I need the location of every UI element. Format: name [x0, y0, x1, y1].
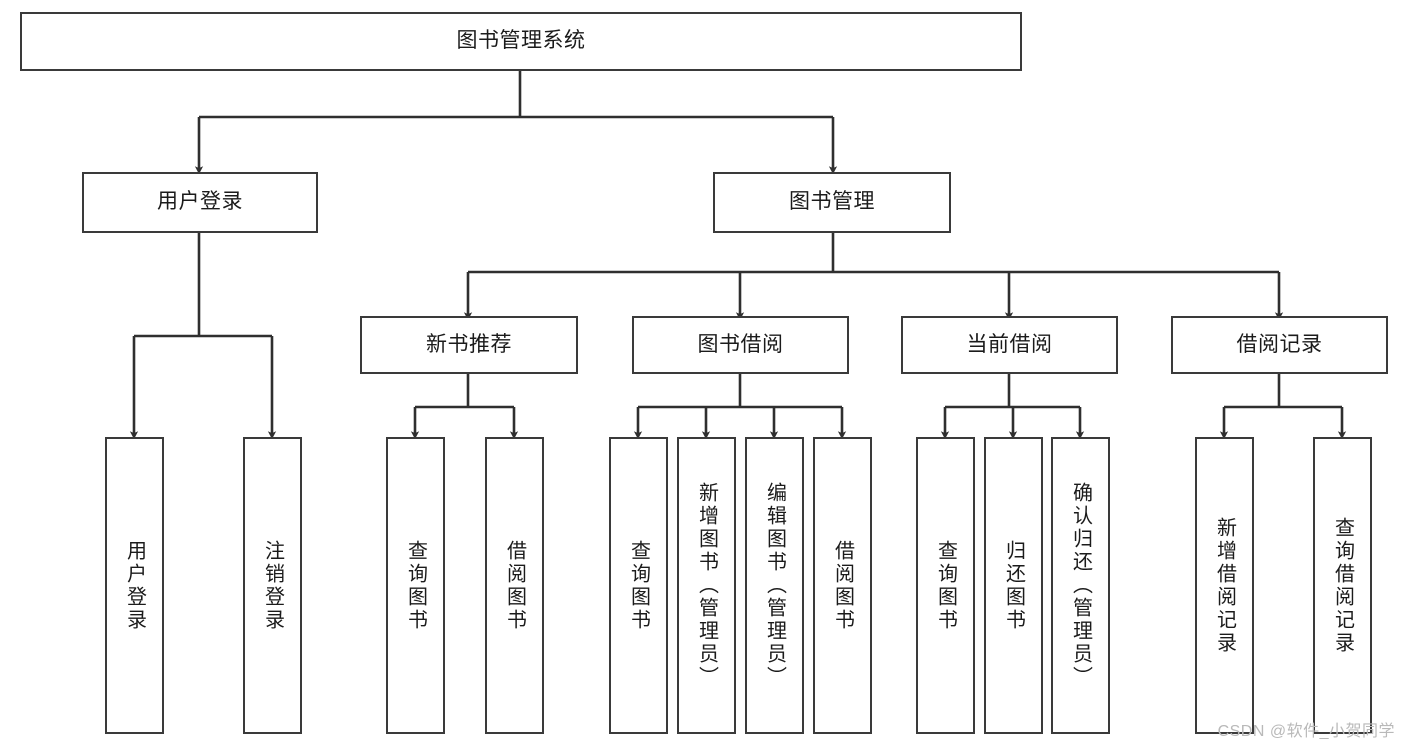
node-label: 新增图书（管理员）	[695, 482, 718, 689]
node-label: 查询图书	[404, 539, 427, 632]
node-book-borrow[interactable]: 图书借阅	[632, 316, 849, 374]
node-leaf-borrow-book-2[interactable]: 借阅图书	[813, 437, 872, 734]
node-leaf-query-book-2[interactable]: 查询图书	[609, 437, 668, 734]
node-label: 新书推荐	[426, 332, 512, 356]
node-leaf-add-book[interactable]: 新增图书（管理员）	[677, 437, 736, 734]
node-leaf-logout[interactable]: 注销登录	[243, 437, 302, 734]
node-label: 图书管理系统	[456, 29, 586, 53]
node-borrow-record[interactable]: 借阅记录	[1171, 316, 1388, 374]
node-user-login[interactable]: 用户登录	[82, 172, 318, 233]
node-label: 借阅图书	[503, 539, 526, 632]
node-leaf-return-book[interactable]: 归还图书	[984, 437, 1043, 734]
node-leaf-edit-book[interactable]: 编辑图书（管理员）	[745, 437, 804, 734]
node-label: 借阅记录	[1236, 332, 1323, 356]
watermark-text: CSDN @软件_小贺同学	[1217, 723, 1395, 740]
node-label: 图书管理	[789, 190, 875, 214]
node-current-borrow[interactable]: 当前借阅	[901, 316, 1118, 374]
node-leaf-query-book-1[interactable]: 查询图书	[386, 437, 445, 734]
node-label: 编辑图书（管理员）	[763, 482, 786, 689]
node-leaf-add-record[interactable]: 新增借阅记录	[1195, 437, 1254, 734]
node-leaf-confirm-return[interactable]: 确认归还（管理员）	[1051, 437, 1110, 734]
node-label: 查询图书	[934, 539, 957, 632]
node-label: 用户登录	[157, 190, 243, 214]
node-book-management-system[interactable]: 图书管理系统	[20, 12, 1022, 71]
node-leaf-borrow-book-1[interactable]: 借阅图书	[485, 437, 544, 734]
node-new-book-recommend[interactable]: 新书推荐	[360, 316, 578, 374]
node-book-manage[interactable]: 图书管理	[713, 172, 951, 233]
node-leaf-user-login[interactable]: 用户登录	[105, 437, 164, 734]
node-label: 图书借阅	[697, 332, 784, 356]
node-label: 用户登录	[123, 539, 146, 632]
node-label: 注销登录	[261, 539, 284, 632]
node-label: 查询借阅记录	[1331, 516, 1354, 655]
node-label: 查询图书	[627, 539, 650, 632]
node-label: 归还图书	[1002, 539, 1025, 632]
node-label: 确认归还（管理员）	[1069, 482, 1092, 689]
node-label: 当前借阅	[966, 332, 1053, 356]
node-label: 借阅图书	[831, 539, 854, 632]
node-leaf-query-record[interactable]: 查询借阅记录	[1313, 437, 1372, 734]
node-label: 新增借阅记录	[1213, 516, 1236, 655]
node-leaf-query-book-3[interactable]: 查询图书	[916, 437, 975, 734]
